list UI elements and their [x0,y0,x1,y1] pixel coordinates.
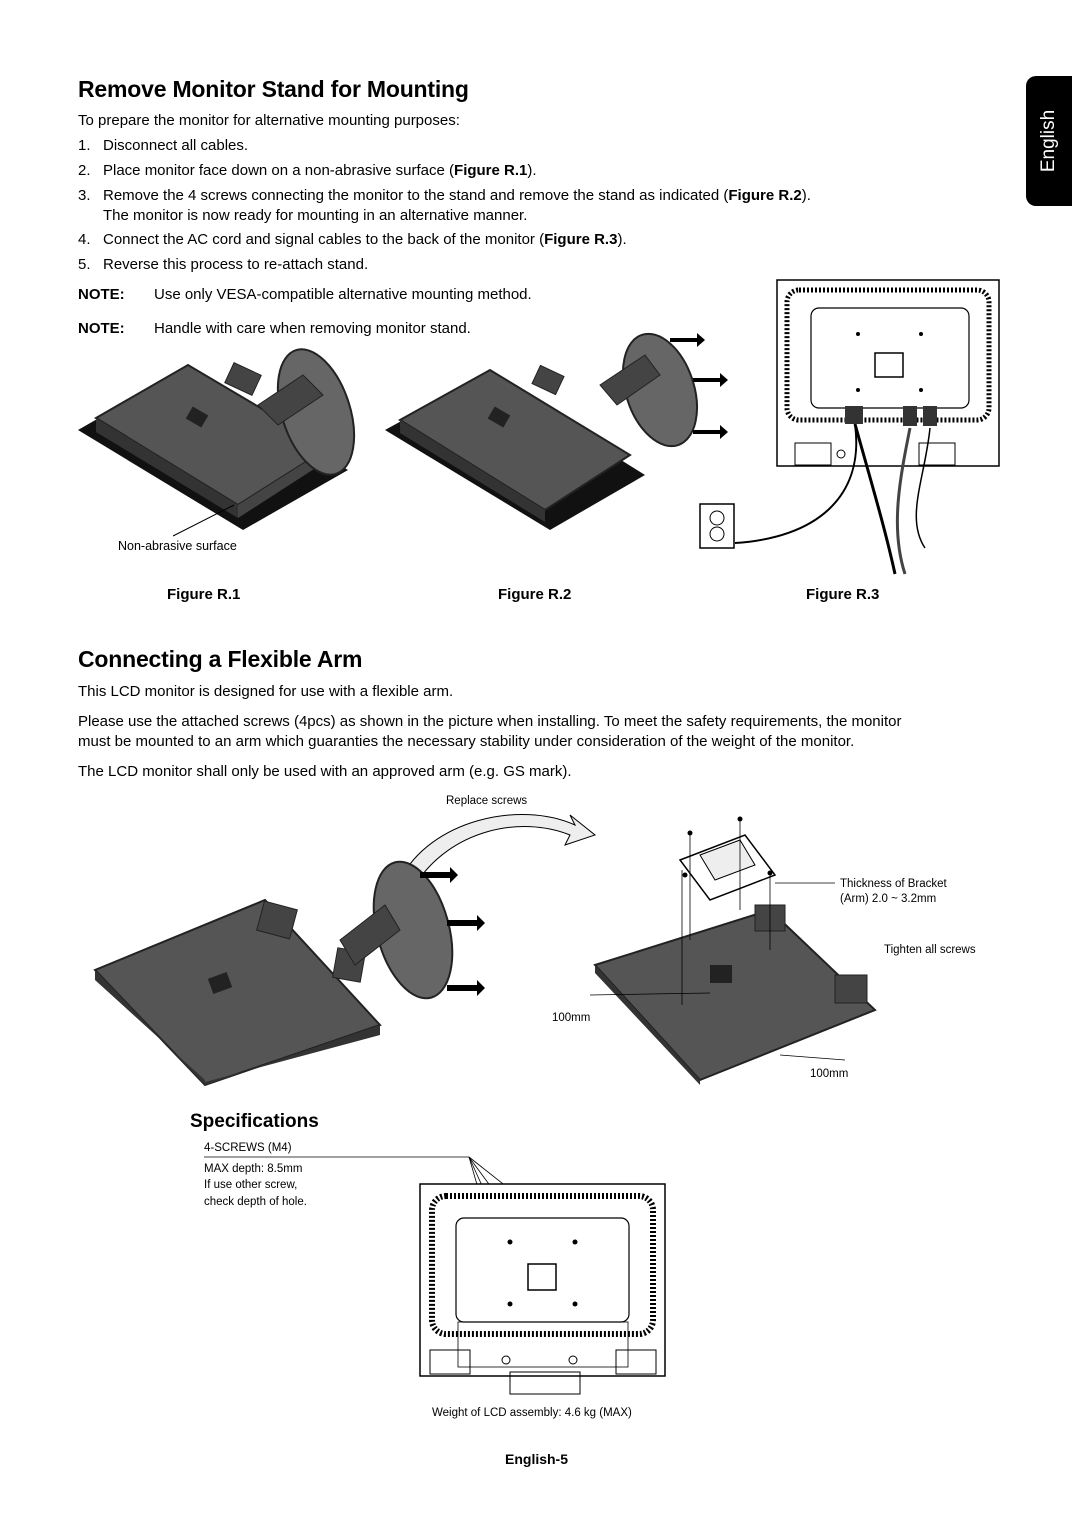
flexible-arm-para2-line1: Please use the attached screws (4pcs) as… [78,713,902,730]
figure-reference: Figure R.3 [544,231,618,248]
flexible-arm-para1: This LCD monitor is designed for use wit… [78,683,454,700]
screws-label: 4-SCREWS (M4) [204,1142,292,1154]
figure-reference: Figure R.2 [728,187,802,204]
figure-caption-r2: Figure R.2 [498,586,572,603]
section-title-remove-stand: Remove Monitor Stand for Mounting [78,76,469,102]
monitor-back-spec-illustration [419,1183,666,1395]
flexible-arm-para2-line2: must be mounted to an arm which guaranti… [78,733,855,750]
surface-label: Non-abrasive surface [118,539,237,553]
note-text: Use only VESA-compatible alternative mou… [154,286,532,303]
max-depth-line1: MAX depth: 8.5mm [204,1163,303,1175]
intro-text: To prepare the monitor for alternative m… [78,112,460,129]
specifications-title: Specifications [190,1111,319,1132]
bracket-mount-illustration [589,816,877,1085]
note-label: NOTE: [78,320,125,337]
section-title-flexible-arm: Connecting a Flexible Arm [78,646,363,672]
figure-r3-illustration [699,279,1000,575]
step-number: 1. [78,137,91,154]
step-text: Connect the AC cord and signal cables to… [103,230,627,250]
step-text: Place monitor face down on a non-abrasiv… [103,161,537,181]
note-label: NOTE: [78,286,125,303]
step-text: Remove the 4 screws connecting the monit… [103,186,811,206]
figure-r2-illustration [385,332,728,530]
language-tab-label: English [1038,109,1059,173]
replace-screws-label: Replace screws [446,795,528,807]
step-number: 5. [78,256,91,273]
language-tab: English [1026,76,1072,206]
step-number: 2. [78,162,91,179]
max-depth-line3: check depth of hole. [204,1196,307,1208]
step-text-pre: Remove the 4 screws connecting the monit… [103,187,729,204]
step-text-pre: Place monitor face down on a non-abrasiv… [103,162,455,179]
dimension-label-100mm-a: 100mm [552,1012,591,1024]
weight-label: Weight of LCD assembly: 4.6 kg (MAX) [432,1407,632,1419]
figure-caption-r1: Figure R.1 [167,586,241,603]
thickness-label-line1: Thickness of Bracket [840,878,947,890]
max-depth-line2: If use other screw, [204,1179,298,1191]
page-footer: English-5 [505,1451,569,1467]
step-number: 3. [78,187,91,204]
step-text-post: ). [801,187,811,204]
step-text: Reverse this process to re-attach stand. [103,256,369,273]
figure-r1-illustration [78,348,356,537]
dimension-label-100mm-b: 100mm [810,1068,849,1080]
note-text: Handle with care when removing monitor s… [154,320,471,337]
step-text-post: ). [617,231,627,248]
arrow-icon [420,867,485,996]
figure-reference: Figure R.1 [454,162,528,179]
tighten-screws-label: Tighten all screws [884,944,976,956]
step-text-pre: Connect the AC cord and signal cables to… [103,231,545,248]
arrow-icon [670,333,728,439]
step-text: Disconnect all cables. [103,137,249,154]
figure-caption-r3: Figure R.3 [806,586,880,603]
thickness-label-line2: (Arm) 2.0 ~ 3.2mm [840,893,937,905]
arm-removal-illustration [93,860,485,1087]
flexible-arm-para3: The LCD monitor shall only be used with … [78,763,572,780]
step-text-line2: The monitor is now ready for mounting in… [103,207,528,224]
step-text-post: ). [527,162,537,179]
step-number: 4. [78,231,91,248]
